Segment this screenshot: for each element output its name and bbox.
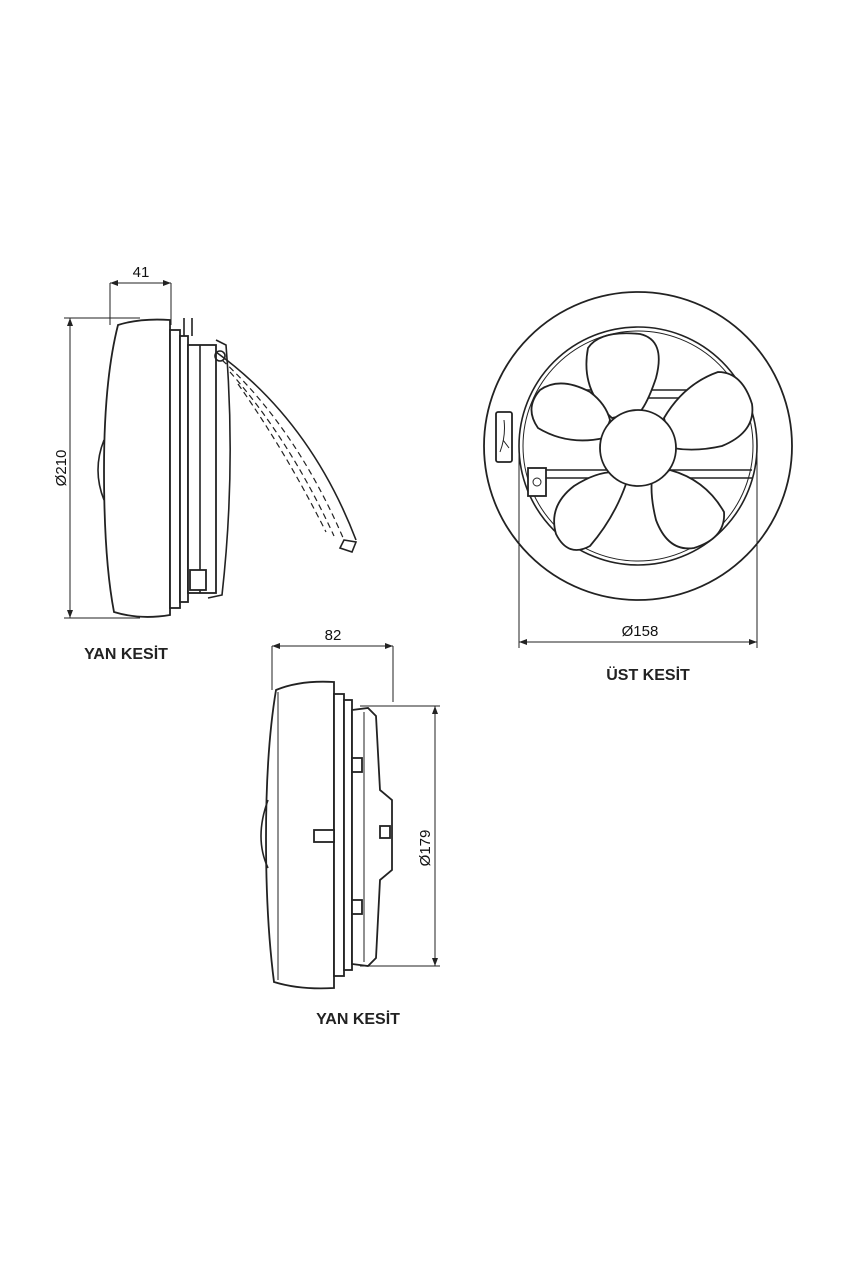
fan-blade — [650, 469, 725, 550]
fan-front-cover — [265, 680, 335, 990]
top-view: Ø158 ÜST KESİT — [483, 291, 793, 684]
fan-hub — [599, 409, 677, 487]
fan-blade — [553, 471, 628, 551]
side-view-2-caption: YAN KESİT — [316, 1010, 400, 1028]
side-view-1-caption: YAN KESİT — [84, 645, 168, 663]
brand-logo-plate — [495, 411, 513, 463]
diameter-dimension-158: Ø158 — [518, 450, 758, 648]
inner-opening-circle — [518, 326, 758, 566]
diameter-label: Ø158 — [622, 623, 659, 640]
fan-blades — [530, 332, 754, 551]
fan-blade — [530, 382, 611, 442]
side-view-2: 82 Ø179 YAN KESİT — [260, 627, 440, 1028]
cover-knob — [97, 439, 105, 501]
motor-housing — [187, 344, 217, 594]
side-view-1: 41 Ø210 YAN KESİT — [53, 264, 358, 663]
width-dimension-82: 82 — [271, 627, 394, 702]
width-label: 82 — [325, 627, 342, 644]
mounting-ring — [169, 329, 181, 609]
fan-blade — [663, 371, 754, 451]
diameter-label: Ø179 — [417, 830, 434, 867]
mounting-ring — [333, 693, 345, 977]
diameter-dimension-210: Ø210 — [53, 317, 140, 619]
width-label: 41 — [133, 264, 150, 281]
top-view-caption: ÜST KESİT — [606, 665, 690, 684]
open-shutter-flap — [214, 350, 358, 553]
diameter-dimension-179: Ø179 — [360, 705, 440, 967]
fan-front-cover — [103, 318, 171, 618]
width-dimension-41: 41 — [109, 264, 172, 325]
mounting-plate — [179, 335, 189, 603]
diameter-label: Ø210 — [53, 450, 70, 487]
mounting-plate — [343, 699, 353, 971]
shutter-frame — [207, 339, 231, 599]
fan-blade — [585, 332, 660, 419]
cover-knob — [260, 799, 269, 869]
